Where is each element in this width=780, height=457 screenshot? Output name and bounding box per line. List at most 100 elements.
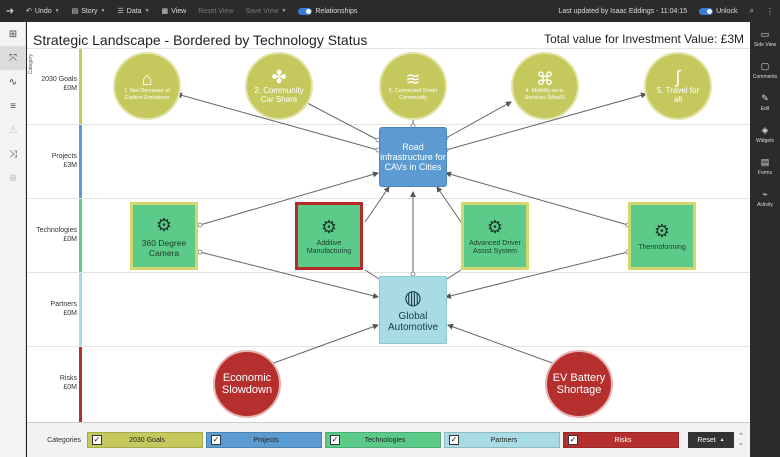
top-toolbar: ➜ ↶Undo▼ ▤Story▼ ☰Data▼ ▦View Reset View…	[0, 0, 780, 22]
link-line	[364, 186, 390, 223]
network-icon: ⌘	[536, 69, 554, 89]
plus-circle-icon[interactable]: ⊕	[8, 172, 18, 184]
project-node[interactable]: Road infrastructure for CAVs in Cities	[379, 127, 447, 187]
reset-view-button[interactable]: Reset View	[198, 7, 234, 15]
last-updated-text: Last updated by Isaac Eddings - 11:04:15	[558, 7, 688, 15]
technology-node[interactable]: ⚙ Thermoforming	[628, 202, 696, 270]
road-icon: ∫	[675, 67, 681, 87]
shuffle-icon[interactable]: ⤨	[9, 148, 17, 160]
relationships-toggle[interactable]: Relationships	[292, 0, 363, 22]
link-line	[176, 92, 379, 151]
chevron-down-icon: ▼	[144, 8, 150, 14]
band-stripe	[79, 273, 82, 346]
band-stripe	[79, 347, 82, 422]
legend-chip-risks[interactable]: ✓ Risks	[563, 432, 679, 448]
link-line	[445, 92, 647, 151]
data-button[interactable]: ☰Data▼	[117, 7, 150, 16]
side-view-icon: ▭	[760, 28, 770, 39]
link-line	[436, 186, 462, 223]
left-tool-rail: ⊞ ⤧ ∿ ≡ ⚠ ⤨ ⊕	[0, 22, 26, 457]
goal-node[interactable]: ≋ 3. Connected Smart Community	[379, 52, 447, 120]
widgets-button[interactable]: ◈Widgets	[755, 124, 775, 144]
band-2030-goals: 2030 Goals£0M	[27, 48, 750, 124]
chevron-down-icon: ▼	[54, 8, 60, 14]
book-icon: ▤	[71, 8, 79, 15]
view-button[interactable]: ▦View	[161, 7, 187, 16]
expand-collapse-icon[interactable]: ⌃⌄	[738, 433, 744, 447]
goal-node[interactable]: ⌂ 1. Net Decrease of Carbon Emissions	[113, 52, 181, 120]
goal-node[interactable]: ✤ 2. Community Car Share	[245, 52, 313, 120]
band-stripe	[79, 125, 82, 198]
link-line	[199, 251, 379, 299]
legend-chip-2030-goals[interactable]: ✓ 2030 Goals	[87, 432, 203, 448]
page-title: Strategic Landscape - Bordered by Techno…	[33, 32, 368, 48]
undo-button[interactable]: ↶Undo▼	[26, 7, 60, 16]
search-icon[interactable]: ⌕	[749, 6, 754, 15]
link-line	[199, 171, 379, 226]
forms-button[interactable]: ▤Forms	[757, 156, 773, 176]
right-panel-rail: ▭Side View ▢Comments ✎Edit ◈Widgets ▤For…	[750, 22, 780, 457]
story-button[interactable]: ▤Story▼	[71, 7, 106, 16]
form-icon: ▤	[760, 156, 770, 167]
edit-button[interactable]: ✎Edit	[760, 92, 770, 112]
legend-chip-technologies[interactable]: ✓ Technologies	[325, 432, 441, 448]
more-icon[interactable]: ⋮	[766, 6, 774, 16]
unlock-toggle[interactable]: Unlock	[693, 0, 743, 22]
globe-icon: ◍	[404, 287, 422, 309]
technology-node[interactable]: ⚙ 360 Degree Camera	[130, 202, 198, 270]
logo-icon[interactable]: ➜	[5, 5, 15, 17]
checkbox-checked-icon[interactable]: ✓	[211, 435, 221, 445]
checkbox-checked-icon[interactable]: ✓	[568, 435, 578, 445]
database-icon: ☰	[117, 8, 124, 15]
band-stripe	[79, 199, 82, 272]
landscape-icon[interactable]: ⤧	[0, 46, 26, 70]
connected-car-icon: ≋	[405, 69, 421, 89]
risk-node[interactable]: EV Battery Shortage	[545, 350, 613, 418]
checkbox-checked-icon[interactable]: ✓	[449, 435, 459, 445]
link-line	[445, 101, 512, 139]
legend-chip-projects[interactable]: ✓ Projects	[206, 432, 322, 448]
comment-icon: ▢	[760, 60, 770, 71]
list-icon[interactable]: ≡	[10, 100, 16, 112]
risk-node[interactable]: Economic Slowdown	[213, 350, 281, 418]
comments-button[interactable]: ▢Comments	[752, 60, 778, 80]
gear-icon: ⚙	[653, 220, 671, 241]
save-view-button[interactable]: Save View▼	[245, 7, 287, 15]
toggle-switch[interactable]	[699, 7, 714, 15]
checkbox-checked-icon[interactable]: ✓	[330, 435, 340, 445]
band-partners: Partners£0M	[27, 272, 750, 346]
band-projects: Projects£3M	[27, 124, 750, 198]
legend-chip-partners[interactable]: ✓ Partners	[444, 432, 560, 448]
goal-node[interactable]: ⌘ 4. Mobility-as-a-Services (MaaS)	[511, 52, 579, 120]
warning-icon[interactable]: ⚠	[8, 124, 18, 136]
link-line	[270, 323, 379, 365]
band-technologies: Technologies£0M	[27, 198, 750, 272]
total-value: Total value for Investment Value: £3M	[544, 32, 744, 46]
pencil-icon: ✎	[761, 92, 769, 103]
add-widget-icon[interactable]: ⊞	[8, 28, 18, 40]
link-handle[interactable]	[197, 222, 203, 228]
gear-icon: ⚙	[486, 216, 504, 237]
gear-icon: ⚙	[155, 214, 173, 235]
link-handle[interactable]	[197, 249, 203, 255]
undo-icon: ↶	[26, 8, 32, 15]
people-icon: ✤	[271, 67, 287, 87]
grid-icon: ▦	[161, 8, 169, 15]
link-line	[447, 323, 556, 365]
technology-node[interactable]: ⚙ Advanced Driver Assist System	[461, 202, 529, 270]
layers-icon: ◈	[761, 124, 769, 135]
side-view-button[interactable]: ▭Side View	[753, 28, 777, 48]
technology-node[interactable]: ⚙ Additive Manufacturing	[295, 202, 363, 270]
chevron-down-icon: ▼	[281, 8, 287, 14]
reset-button[interactable]: Reset ▲	[688, 432, 734, 448]
activity-icon: ⌁	[762, 188, 768, 199]
goal-node[interactable]: ∫ 5. Travel for all	[644, 52, 712, 120]
band-risks: Risks£0M	[27, 346, 750, 422]
activity-button[interactable]: ⌁Activity	[757, 188, 773, 208]
trend-icon[interactable]: ∿	[8, 76, 18, 88]
checkbox-checked-icon[interactable]: ✓	[92, 435, 102, 445]
landscape-canvas: Strategic Landscape - Bordered by Techno…	[27, 22, 750, 422]
toggle-switch[interactable]	[298, 7, 313, 15]
partner-node[interactable]: ◍ Global Automotive	[379, 276, 447, 344]
legend-title: Categories	[47, 436, 81, 444]
